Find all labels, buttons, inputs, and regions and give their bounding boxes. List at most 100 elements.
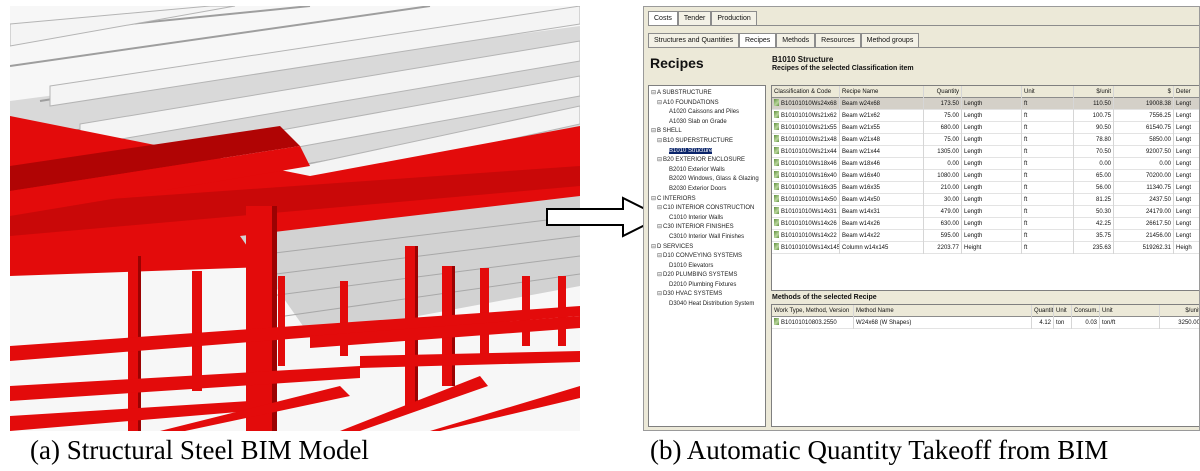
collapse-icon[interactable]: ⊟ (651, 128, 657, 135)
subtab-structures-and-quantities[interactable]: Structures and Quantities (648, 33, 739, 47)
collapse-icon[interactable]: ⊟ (657, 291, 663, 298)
tree-item[interactable]: ⊟B10 SUPERSTRUCTURE (651, 137, 763, 147)
table-cell: Lengt (1174, 182, 1199, 194)
table-cell: 595.00 (924, 230, 962, 242)
collapse-icon[interactable]: ⊟ (657, 253, 663, 260)
table-cell-text: Beam w21x48 (842, 137, 881, 143)
collapse-icon[interactable]: ⊟ (657, 137, 663, 144)
table-cell: 75.00 (924, 134, 962, 146)
column-header[interactable]: Classification & Code (772, 86, 840, 98)
tree-item[interactable]: D3040 Heat Distribution System (651, 300, 763, 310)
column-header[interactable]: Quantity (924, 86, 962, 98)
collapse-icon[interactable]: ⊟ (657, 205, 663, 212)
table-cell: Beam w16x40 (840, 170, 924, 182)
tree-item-label: D2010 Plumbing Fixtures (669, 281, 737, 288)
tree-item[interactable]: ⊟A10 FOUNDATIONS (651, 99, 763, 109)
collapse-icon[interactable]: ⊟ (651, 195, 657, 202)
table-cell: 26617.50 (1114, 218, 1174, 230)
table-cell-text: B10101010Ws14x22 (781, 233, 837, 239)
tree-item-label: B SHELL (657, 128, 682, 135)
tree-item[interactable]: ⊟A SUBSTRUCTURE (651, 89, 763, 99)
tree-item[interactable]: A1020 Caissons and Piles (651, 108, 763, 118)
collapse-icon[interactable]: ⊟ (657, 224, 663, 231)
tree-item[interactable]: ⊟D SERVICES (651, 243, 763, 253)
column-header[interactable] (962, 86, 1022, 98)
table-cell-text: 61540.75 (1145, 125, 1171, 131)
column-header[interactable]: Work Type, Method, Version (772, 305, 854, 317)
column-header[interactable]: Unit (1100, 305, 1160, 317)
tree-item[interactable]: C3010 Interior Wall Finishes (651, 233, 763, 243)
table-cell: Beam w24x68 (840, 98, 924, 110)
table-cell-text: ft (1024, 233, 1028, 239)
table-cell: Lengt (1174, 134, 1199, 146)
tree-item[interactable]: D2010 Plumbing Fixtures (651, 281, 763, 291)
column-header[interactable]: $/unit (1185, 308, 1200, 314)
recipe-icon (774, 195, 779, 202)
column-header[interactable]: Consum... (1072, 305, 1100, 317)
tab-production[interactable]: Production (711, 11, 757, 25)
tree-item[interactable]: ⊟D20 PLUMBING SYSTEMS (651, 271, 763, 281)
tree-item[interactable]: ⊟B SHELL (651, 127, 763, 137)
subtab-resources[interactable]: Resources (815, 33, 861, 47)
recipe-icon (774, 111, 779, 118)
table-cell-text: 30.00 (943, 197, 959, 203)
column-header[interactable]: Unit (1022, 86, 1074, 98)
tree-item[interactable]: ⊟B20 EXTERIOR ENCLOSURE (651, 156, 763, 166)
collapse-icon[interactable]: ⊟ (657, 272, 663, 279)
table-cell-text: Beam w21x62 (842, 113, 881, 119)
recipe-icon (774, 99, 779, 106)
tree-item[interactable]: ⊟D10 CONVEYING SYSTEMS (651, 252, 763, 262)
column-header[interactable]: $/unit (1074, 86, 1114, 98)
tree-item[interactable]: ⊟C INTERIORS (651, 195, 763, 205)
tree-item[interactable]: ⊟C30 INTERIOR FINISHES (651, 223, 763, 233)
column-header[interactable]: $ (1114, 86, 1174, 98)
subtab-method-groups[interactable]: Method groups (860, 33, 920, 47)
tree-item[interactable]: ⊟D30 HVAC SYSTEMS (651, 290, 763, 300)
table-cell-text: 7556.25 (1149, 113, 1171, 119)
table-cell: 50.30 (1074, 206, 1114, 218)
collapse-icon[interactable]: ⊟ (651, 90, 657, 96)
column-header[interactable]: Unit (1054, 305, 1072, 317)
tree-item[interactable]: C1010 Interior Walls (651, 214, 763, 224)
table-cell: Beam w16x35 (840, 182, 924, 194)
table-cell-text: Beam w16x35 (842, 185, 881, 191)
tree-item[interactable]: B2020 Windows, Glass & Glazing (651, 175, 763, 185)
tree-item[interactable]: A1030 Slab on Grade (651, 118, 763, 128)
column-header[interactable]: Deter (1176, 89, 1191, 95)
tree-item[interactable]: B2010 Exterior Walls (651, 166, 763, 176)
tree-item[interactable]: ⊟C10 INTERIOR CONSTRUCTION (651, 204, 763, 214)
table-cell-text: ton/ft (1102, 320, 1116, 326)
tab-costs[interactable]: Costs (648, 11, 678, 25)
tab-tender[interactable]: Tender (677, 11, 712, 25)
tree-item[interactable]: B2030 Exterior Doors (651, 185, 763, 195)
tree-item[interactable]: D1010 Elevators (651, 262, 763, 272)
table-cell-text: Lengt (1176, 161, 1192, 167)
collapse-icon[interactable]: ⊟ (651, 243, 657, 250)
collapse-icon[interactable]: ⊟ (657, 99, 663, 106)
column-header[interactable]: Quantity (1032, 305, 1054, 317)
column-header[interactable]: Recipe Name (840, 86, 924, 98)
subtab-methods[interactable]: Methods (776, 33, 816, 47)
tree-item[interactable]: B1010 Structure (651, 147, 763, 157)
column-header[interactable]: Method Name (854, 305, 1032, 317)
collapse-icon[interactable]: ⊟ (657, 157, 663, 164)
subtab-recipes[interactable]: Recipes (739, 33, 777, 47)
